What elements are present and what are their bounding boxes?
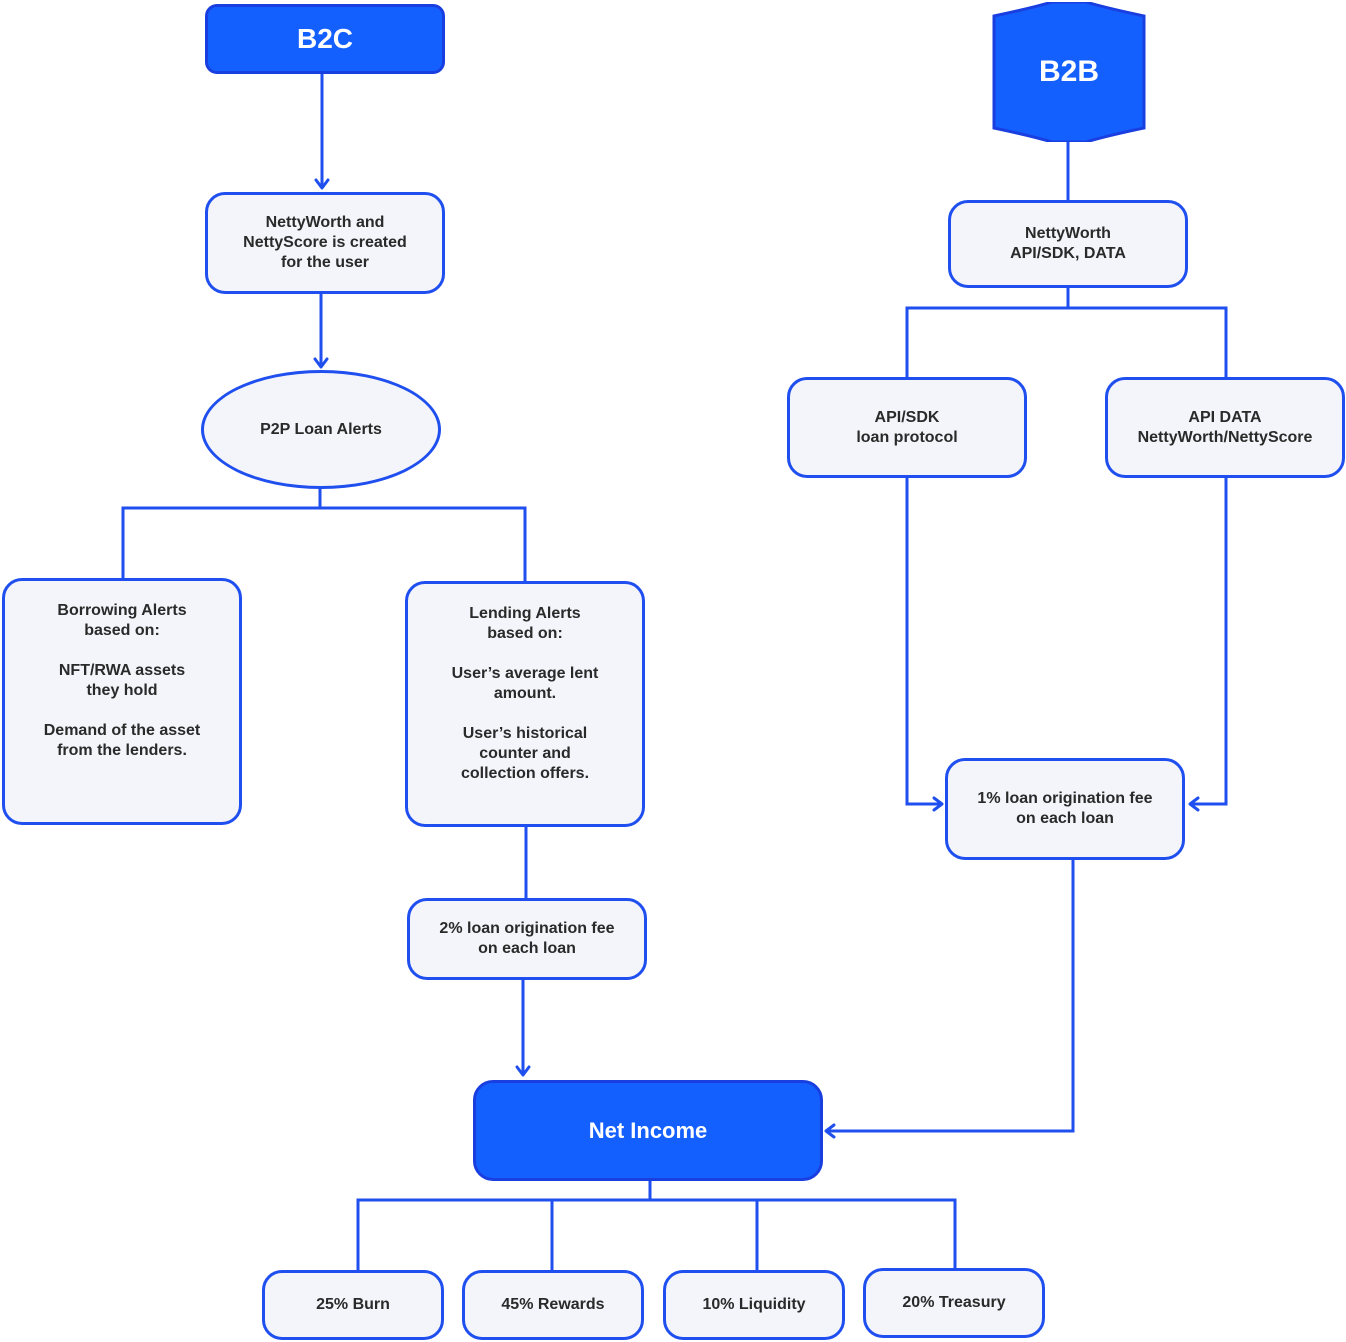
p2p-loan-alerts-node: P2P Loan Alerts: [201, 370, 441, 489]
account-created-node: NettyWorth and NettyScore is created for…: [205, 192, 445, 294]
b2b-fee-text: 1% loan origination fee on each loan: [977, 790, 1153, 827]
api-sdk-data-node: NettyWorth API/SDK, DATA: [948, 200, 1188, 288]
b2c-title: B2C: [296, 23, 353, 54]
loan-protocol-text: API/SDK loan protocol: [856, 408, 958, 446]
account-created-text: NettyWorth and NettyScore is created for…: [243, 214, 407, 271]
b2c-fee-node: 2% loan origination fee on each loan: [407, 898, 647, 980]
liquidity-node: 10% Liquidity: [663, 1270, 845, 1340]
b2c-fee-text: 2% loan origination fee on each loan: [439, 920, 615, 957]
p2p-loan-alerts-text: P2P Loan Alerts: [260, 420, 382, 438]
lending-alerts-node: Lending Alerts based on: User’s average …: [405, 581, 645, 827]
borrowing-alerts-text: Borrowing Alerts based on: NFT/RWA asset…: [43, 602, 201, 759]
api-sdk-data-text: NettyWorth API/SDK, DATA: [1010, 225, 1126, 262]
lending-alerts-text: Lending Alerts based on: User’s average …: [451, 605, 599, 782]
treasury-text: 20% Treasury: [902, 1294, 1006, 1311]
api-data-text: API DATA NettyWorth/NettyScore: [1137, 408, 1313, 446]
b2c-node: B2C: [205, 4, 445, 74]
borrowing-alerts-node: Borrowing Alerts based on: NFT/RWA asset…: [2, 578, 242, 825]
loan-protocol-node: API/SDK loan protocol: [787, 377, 1027, 478]
b2b-title: B2B: [1038, 55, 1099, 88]
rewards-node: 45% Rewards: [462, 1270, 644, 1340]
burn-text: 25% Burn: [316, 1296, 390, 1313]
b2b-fee-node: 1% loan origination fee on each loan: [945, 758, 1185, 860]
treasury-node: 20% Treasury: [863, 1268, 1045, 1338]
burn-node: 25% Burn: [262, 1270, 444, 1340]
api-data-node: API DATA NettyWorth/NettyScore: [1105, 377, 1345, 478]
b2b-node-shape: [992, 2, 1146, 142]
rewards-text: 45% Rewards: [501, 1296, 605, 1313]
net-income-title: Net Income: [588, 1117, 708, 1143]
net-income-node: Net Income: [473, 1080, 823, 1181]
b2b-node: B2B: [992, 2, 1146, 142]
liquidity-text: 10% Liquidity: [702, 1296, 806, 1313]
